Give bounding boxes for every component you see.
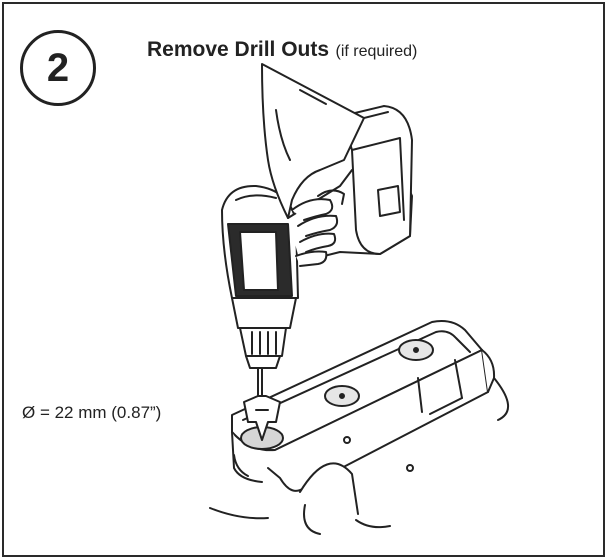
hand <box>261 63 365 267</box>
drill-body <box>221 184 299 329</box>
base-unit <box>209 320 509 535</box>
hole-diameter-callout: Ø = 22 mm (0.87”) <box>22 403 162 422</box>
drill-chuck <box>239 327 287 369</box>
step-number: 2 <box>46 46 70 90</box>
heading-qualifier: (if required) <box>335 43 418 60</box>
step-badge: 2 <box>20 30 96 106</box>
spade-bit <box>243 367 281 441</box>
heading-title: Remove Drill Outs <box>147 38 330 61</box>
instruction-heading: Remove Drill Outs (if required) <box>147 38 417 62</box>
